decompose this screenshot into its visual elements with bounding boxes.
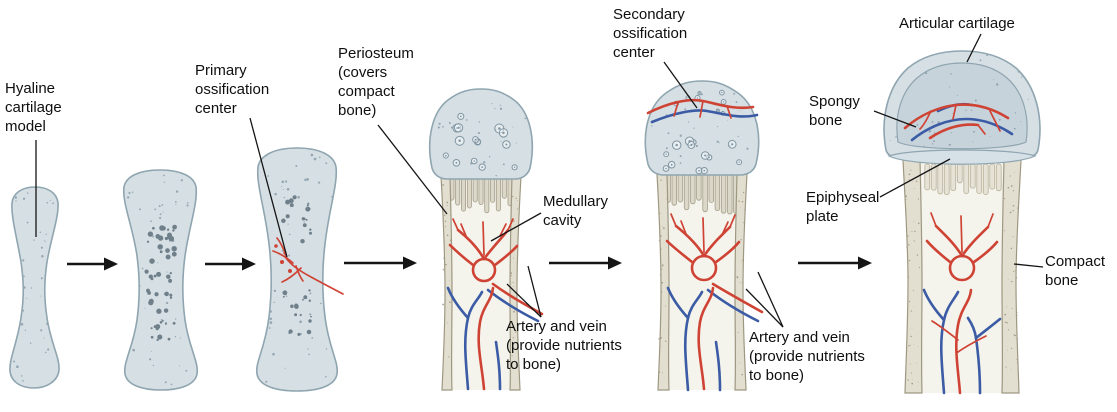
label-medullary-cavity: Medullary cavity	[543, 193, 609, 229]
label-epiphyseal-plate: Epiphyseal plate	[806, 189, 880, 225]
stage5-right-bone-collar	[734, 173, 748, 391]
stage5-secondary-ossification-center	[644, 80, 764, 392]
stage5-chondrocytes	[662, 136, 743, 175]
stage6-right-wall-stipple	[1003, 172, 1019, 370]
stage5-right-wall-stipple	[736, 191, 746, 376]
arrow-right-icon	[67, 257, 118, 271]
label-spongy-bone: Spongy bone	[809, 93, 860, 129]
stage4-chondrocytes	[442, 112, 518, 171]
leader-secondary	[663, 61, 698, 109]
stage6-epiphysis-vessels	[903, 102, 1014, 142]
arrow-right-icon	[205, 257, 256, 271]
stage6-left-compact-bone	[902, 159, 923, 394]
stage6-shaft-vessels	[922, 212, 1002, 395]
leader-artery-stage4-b	[527, 265, 542, 318]
leader-lines	[35, 33, 1044, 328]
stage2-calcified-speckles	[144, 224, 177, 342]
label-primary-ossification-center: Primary ossification center	[195, 62, 270, 117]
leader-medullary	[490, 212, 542, 242]
leader-compact	[1013, 263, 1044, 268]
stage5-left-bone-collar	[656, 173, 670, 391]
label-compact-bone: Compact bone	[1045, 253, 1106, 289]
leader-epiphyseal	[879, 158, 951, 198]
stage6-left-wall-stipple	[905, 169, 921, 385]
leader-periosteum	[377, 124, 448, 215]
stage5-shaft-vessels	[665, 213, 764, 392]
stage6-mature-bone	[883, 50, 1041, 395]
stage3-calcified-lower	[282, 289, 312, 336]
stage3-primary-ossification-center	[255, 147, 344, 392]
arrow-right-icon	[549, 256, 622, 270]
stage1-hyaline-cartilage-model	[9, 186, 60, 389]
stage6-trabecular-columns	[924, 163, 1002, 196]
label-hyaline-cartilage-model: Hyaline cartilage model	[5, 80, 62, 135]
stage6-spongy-stipple	[899, 70, 1024, 148]
stage5-left-wall-stipple	[658, 179, 667, 374]
leader-primary	[249, 117, 288, 258]
label-articular-cartilage: Articular cartilage	[899, 15, 1015, 32]
leader-artery-stage5-b	[757, 271, 784, 328]
arrow-right-icon	[344, 256, 417, 270]
stage6-right-compact-bone	[1001, 159, 1022, 394]
arrow-right-icon	[798, 256, 872, 270]
leader-spongy	[873, 110, 917, 128]
stage5-head-vessels	[646, 98, 759, 124]
label-periosteum: Periosteum (covers compact bone)	[338, 45, 414, 119]
stage3-periosteal-bud-vessels	[272, 237, 344, 295]
label-artery-vein-stage5: Artery and vein (provide nutrients to bo…	[749, 329, 865, 384]
leader-artery-stage4-a	[506, 283, 542, 318]
leader-artery-stage5-a	[745, 288, 784, 328]
stage2-calcifying-cartilage	[122, 169, 199, 391]
leader-articular	[966, 33, 982, 63]
label-artery-vein-stage4: Artery and vein (provide nutrients to bo…	[506, 318, 622, 373]
label-secondary-ossification-center: Secondary ossification center	[613, 6, 688, 61]
stage4-left-wall-stipple	[442, 184, 452, 369]
stage6-epiphyseal-plate	[887, 149, 1037, 165]
stage3-calcified-upper	[281, 195, 313, 244]
